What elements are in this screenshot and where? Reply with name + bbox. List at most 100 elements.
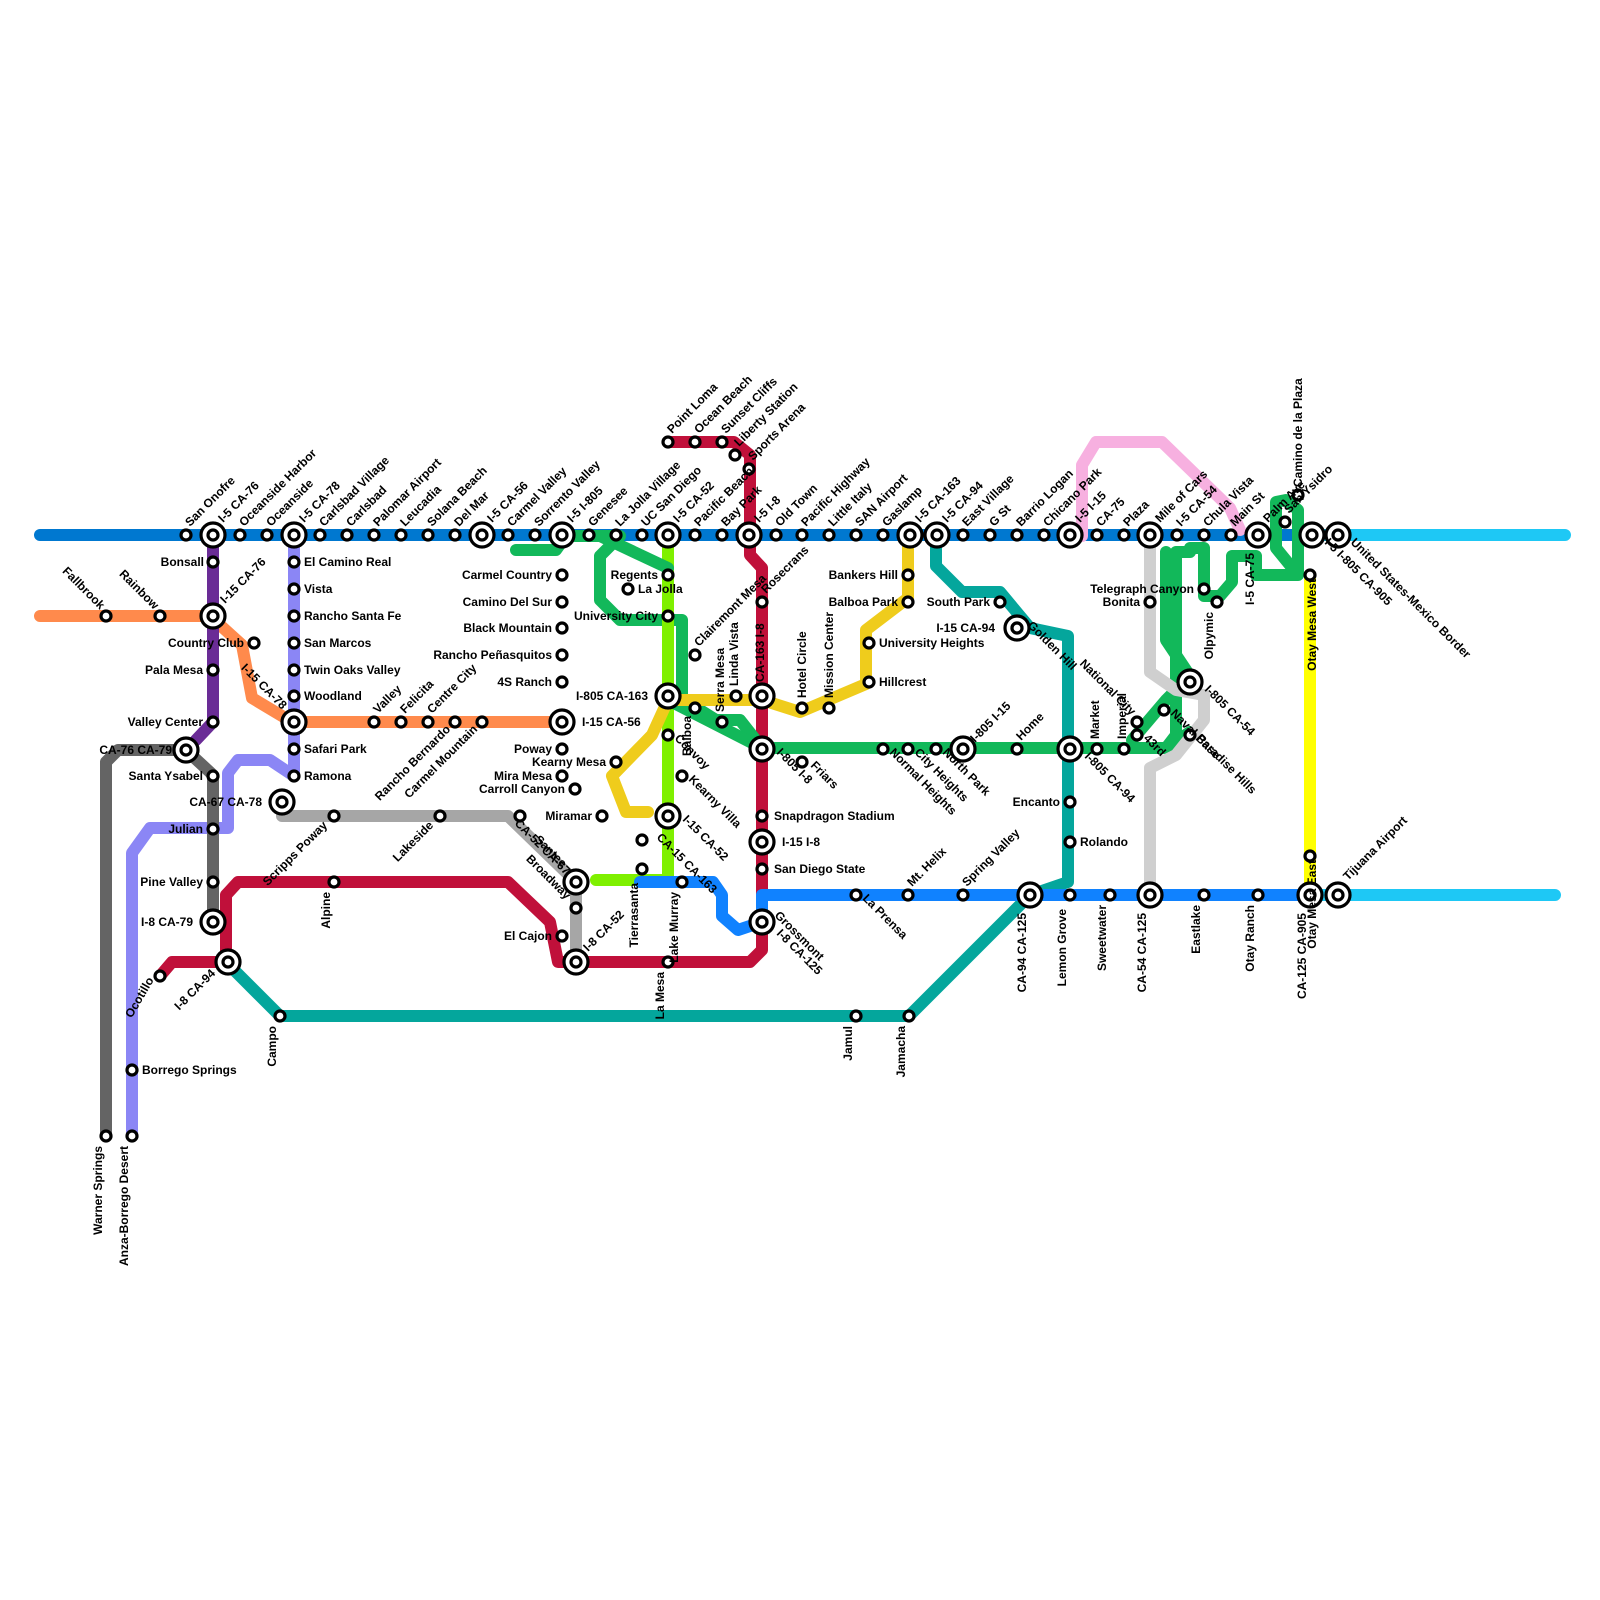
station-serra-mesa[interactable]: [717, 717, 727, 727]
station-chicano-park[interactable]: [1039, 530, 1049, 540]
station-el-camino-real[interactable]: [289, 557, 299, 567]
station-i-8-ca-52[interactable]: [564, 950, 588, 974]
station-point-loma[interactable]: [663, 437, 673, 447]
station-el-cajon[interactable]: [557, 931, 567, 941]
station-university-heights[interactable]: [864, 638, 874, 648]
station-national-city[interactable]: [1132, 717, 1142, 727]
station-i-805-ca-163[interactable]: [656, 684, 680, 708]
station-del-mar[interactable]: [450, 530, 460, 540]
station-i-5-ca-52[interactable]: [656, 523, 680, 547]
station-little-italy[interactable]: [824, 530, 834, 540]
station-g-st[interactable]: [985, 530, 995, 540]
station-san-diego-state[interactable]: [757, 864, 767, 874]
station-pine-valley[interactable]: [208, 877, 218, 887]
station-rainbow[interactable]: [155, 611, 165, 621]
station-rancho-pe-asquitos[interactable]: [557, 650, 567, 660]
station-bankers-hill[interactable]: [903, 570, 913, 580]
station-felicita[interactable]: [396, 717, 406, 727]
station-carmel-valley[interactable]: [503, 530, 513, 540]
station-i-15-ca-78[interactable]: [282, 710, 306, 734]
station-i-15-ca-76[interactable]: [201, 604, 225, 628]
station-barrio-logan[interactable]: [1012, 530, 1022, 540]
station-i-15-i-8[interactable]: [750, 830, 774, 854]
station-carlsbad[interactable]: [342, 530, 352, 540]
station-hotel-circle[interactable]: [797, 703, 807, 713]
station-hillcrest[interactable]: [864, 677, 874, 687]
station-san-airport[interactable]: [851, 530, 861, 540]
station-alpine[interactable]: [329, 877, 339, 887]
station-i-5-i-8[interactable]: [737, 523, 761, 547]
station-oceanside[interactable]: [262, 530, 272, 540]
station-rolando[interactable]: [1065, 837, 1075, 847]
station-imperial[interactable]: [1119, 744, 1129, 754]
station-i-5-i-15[interactable]: [1058, 523, 1082, 547]
station-chula-vista[interactable]: [1199, 530, 1209, 540]
station-ca-67-ca-78[interactable]: [270, 790, 294, 814]
station-linda-vista[interactable]: [731, 691, 741, 701]
station-woodland[interactable]: [289, 691, 299, 701]
station-bonsall[interactable]: [208, 557, 218, 567]
station-palomar-airport[interactable]: [369, 530, 379, 540]
station-regents[interactable]: [663, 570, 673, 580]
station-sorrento-valley[interactable]: [530, 530, 540, 540]
station-lake-murray[interactable]: [677, 877, 687, 887]
station-bonita[interactable]: [1145, 597, 1155, 607]
station-ocean-beach[interactable]: [690, 437, 700, 447]
station-valley-center[interactable]: [208, 717, 218, 727]
station-sweetwater[interactable]: [1105, 890, 1115, 900]
station-pacific-highway[interactable]: [797, 530, 807, 540]
station-bay-park[interactable]: [717, 530, 727, 540]
station-i-5-i-805-ca-905[interactable]: [1300, 523, 1324, 547]
station-4s-ranch[interactable]: [557, 677, 567, 687]
station-ca-163-i-8[interactable]: [750, 684, 774, 708]
station-i-5-ca-78[interactable]: [282, 523, 306, 547]
station-otay-mesa-east[interactable]: [1305, 851, 1315, 861]
station-la-jolla[interactable]: [623, 584, 633, 594]
station-east-village[interactable]: [958, 530, 968, 540]
station-carmel-country[interactable]: [557, 570, 567, 580]
station-carroll-canyon[interactable]: [570, 784, 580, 794]
station-safari-park[interactable]: [289, 744, 299, 754]
station-i-805-ca-54[interactable]: [1178, 670, 1202, 694]
station-gaslamp[interactable]: [878, 530, 888, 540]
station-i-805-i-8[interactable]: [750, 737, 774, 761]
station-telegraph-canyon[interactable]: [1199, 584, 1209, 594]
station-north-park[interactable]: [931, 744, 941, 754]
station-i-5-ca-163[interactable]: [898, 523, 922, 547]
station-fallbrook[interactable]: [101, 611, 111, 621]
station-valley[interactable]: [369, 717, 379, 727]
station-san-marcos[interactable]: [289, 638, 299, 648]
station-anza-borrego-desert[interactable]: [127, 1131, 137, 1141]
station-i-8-ca-125[interactable]: [757, 917, 767, 927]
station-kearny-villa[interactable]: [677, 771, 687, 781]
station-otay-ranch[interactable]: [1253, 890, 1263, 900]
station-black-mountain[interactable]: [557, 623, 567, 633]
station-tijuana-airport[interactable]: [1326, 883, 1350, 907]
station-poway[interactable]: [557, 744, 567, 754]
station-vista[interactable]: [289, 584, 299, 594]
station-i-15-ca-94[interactable]: [1012, 623, 1022, 633]
station-kearny-mesa[interactable]: [611, 757, 621, 767]
station-clairemont-mesa[interactable]: [690, 650, 700, 660]
station-camino-del-sur[interactable]: [557, 597, 567, 607]
station-miramar[interactable]: [597, 811, 607, 821]
station-mission-center[interactable]: [824, 703, 834, 713]
station-leucadia[interactable]: [396, 530, 406, 540]
station-plaza[interactable]: [1119, 530, 1129, 540]
station-balboa[interactable]: [690, 703, 700, 713]
station-solana-beach[interactable]: [423, 530, 433, 540]
station-eastlake[interactable]: [1199, 890, 1209, 900]
station-home[interactable]: [1012, 744, 1022, 754]
station-uc-san-diego[interactable]: [637, 530, 647, 540]
station-liberty-station[interactable]: [730, 450, 740, 460]
station-jamul[interactable]: [851, 1011, 861, 1021]
station-i-5-ca-56[interactable]: [470, 523, 494, 547]
station-mt-helix[interactable]: [903, 890, 913, 900]
station-otay-mesa-west[interactable]: [1305, 570, 1315, 580]
station-centre-city[interactable]: [423, 717, 433, 727]
station-pacific-beach[interactable]: [690, 530, 700, 540]
station-ramona[interactable]: [289, 771, 299, 781]
station-mira-mesa[interactable]: [557, 771, 567, 781]
station-genesee[interactable]: [584, 530, 594, 540]
station-i-8-ca-79[interactable]: [201, 910, 225, 934]
